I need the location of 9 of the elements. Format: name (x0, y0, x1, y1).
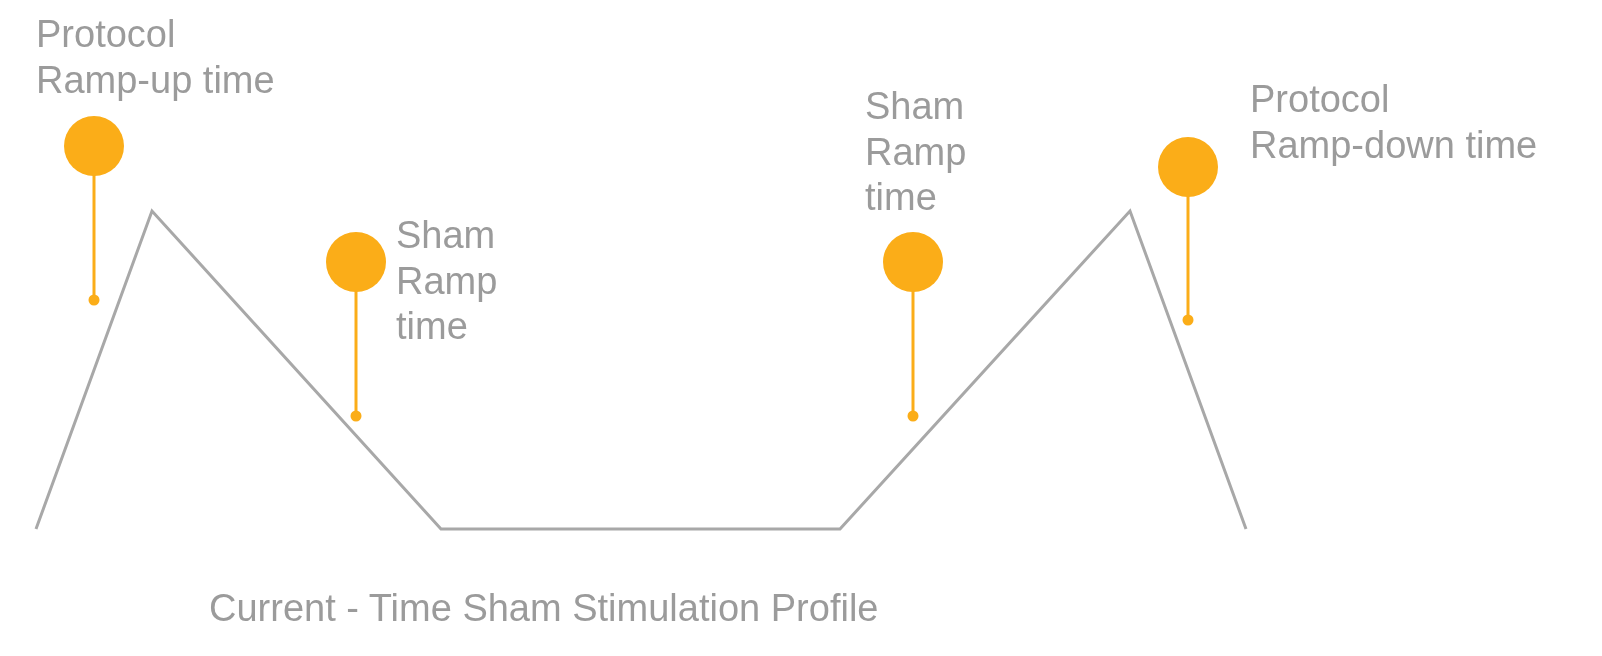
leader-line (883, 232, 943, 422)
leader-line (1158, 137, 1218, 326)
callout-label: Sham Ramp time (865, 84, 968, 221)
callout-label: Sham Ramp time (396, 213, 499, 350)
leader-line (326, 232, 386, 422)
callout-label: Protocol Ramp-up time (36, 12, 276, 103)
leader-line (64, 116, 124, 306)
callout-label: Protocol Ramp-down time (1250, 77, 1539, 168)
caption: Current - Time Sham Stimulation Profile (209, 586, 879, 631)
